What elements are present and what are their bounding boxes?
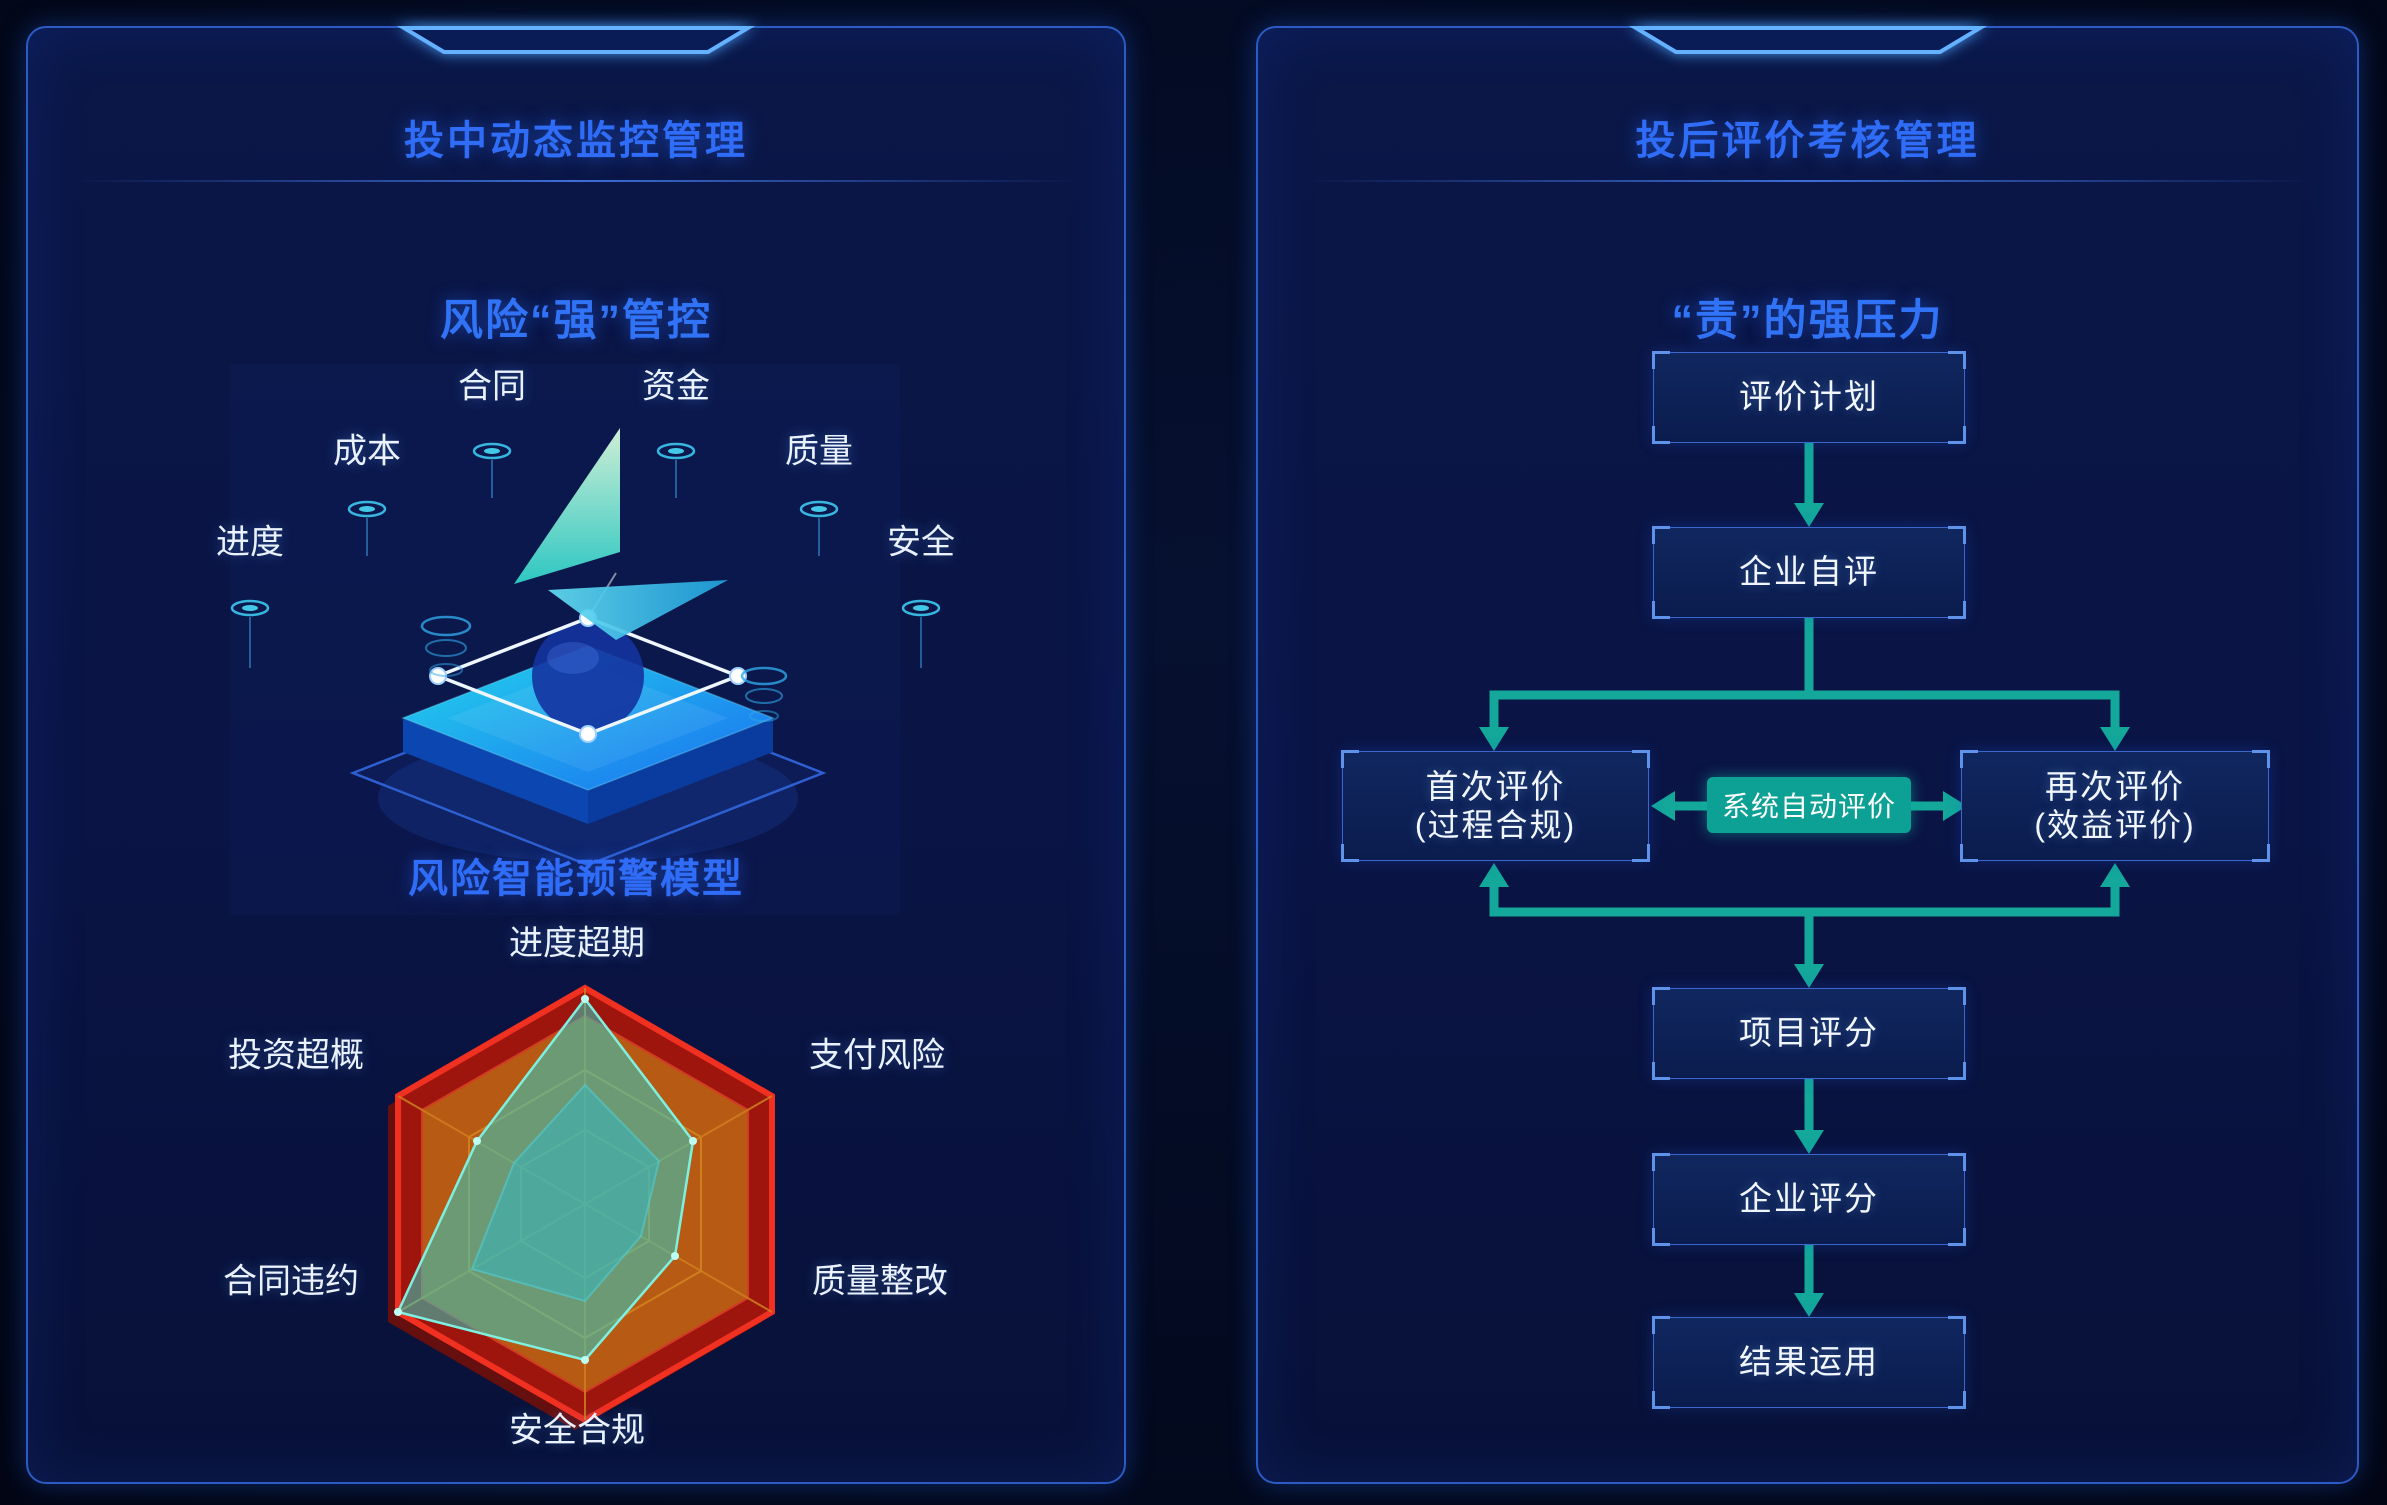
radar-label-quality-rectify: 质量整改 [812,1262,948,1301]
flow-box-label-line1: 首次评价 [1425,767,1566,805]
system-auto-evaluation-label: 系统自动评价 [1721,791,1896,822]
flow-box-label-line2: (过程合规) [1414,806,1577,843]
page-title: 投中动态监控管理 [404,119,748,163]
risk-warning-radar-chart [388,984,775,1430]
panel-notch-icon [396,26,756,54]
monitor-label-safety: 安全 [887,523,955,562]
radar-chart-title: 风险智能预警模型 [408,857,744,901]
flow-box-re-evaluation: 再次评价 (效益评价) [1960,750,2270,861]
risk-control-illustration [230,364,941,915]
panel-notch-icon [1628,26,1987,54]
flow-box-evaluation-plan: 评价计划 [1652,351,1966,443]
radar-label-contract-breach: 合同违约 [223,1262,359,1301]
monitor-label-quality: 质量 [785,432,853,471]
page-title: 投后评价考核管理 [1635,119,1980,163]
radar-label-payment-risk: 支付风险 [809,1036,945,1075]
title-divider [71,180,1081,182]
monitor-label-cost: 成本 [333,432,401,471]
flow-box-project-score: 项目评分 [1652,987,1966,1079]
panel-during-investment-monitoring: 投中动态监控管理 风险“强”管控 [26,26,1126,1484]
flow-box-label-line2: (效益评价) [2034,806,2196,843]
radar-label-over-budget: 投资超概 [228,1036,364,1075]
monitor-label-contract: 合同 [458,367,526,406]
radar-label-safety-compliance: 安全合规 [509,1411,645,1450]
section-subtitle: “责”的强压力 [1671,297,1944,345]
flow-box-label: 企业自评 [1739,553,1879,591]
flow-box-label: 结果运用 [1739,1343,1879,1381]
flow-box-first-evaluation: 首次评价 (过程合规) [1341,750,1650,861]
flow-box-enterprise-self-evaluation: 企业自评 [1652,526,1966,618]
radar-label-progress-overdue: 进度超期 [509,924,645,963]
flow-box-label: 项目评分 [1739,1014,1879,1052]
section-subtitle: 风险“强”管控 [440,297,712,345]
monitor-label-funds: 资金 [642,367,710,406]
panel-post-investment-evaluation: 投后评价考核管理 “责”的强压力 [1256,26,2359,1484]
flow-box-label-line1: 再次评价 [2045,767,2185,805]
flow-box-result-application: 结果运用 [1652,1316,1966,1408]
flow-box-enterprise-score: 企业评分 [1652,1153,1966,1245]
flow-box-label: 评价计划 [1739,378,1879,416]
title-divider [1301,180,2314,182]
monitor-label-progress: 进度 [216,523,284,562]
system-auto-evaluation-tag: 系统自动评价 [1707,777,1911,833]
flow-box-label: 企业评分 [1739,1180,1879,1218]
